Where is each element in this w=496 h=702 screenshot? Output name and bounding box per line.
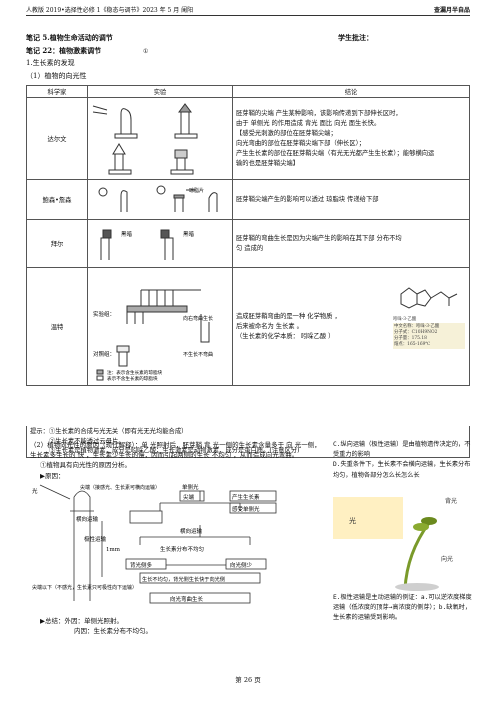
paal-dark-label-1: 黑暗 [121,230,133,238]
went-bend-label: 向右弯曲生长 [183,315,213,322]
phototropism-section: （2）植物向光性的原因（现代解释）：单 光照射后，胚芽鞘 背 光一侧的生长素含量… [30,440,325,636]
experiment-darwin: ① [87,48,233,180]
section-1: 1.生长素的发现 [26,59,75,67]
phototropism-analysis: ①植物具有向光性的原因分析。 [40,461,131,470]
col-experiment: 实验 [87,85,233,98]
tip-3: ③生长素是植物激素，成分是吲哚乙酸；生长激素是动物激素，成分是蛋白质。(注意区分… [49,447,300,454]
student-comment: 学生批注： [338,33,373,42]
iaa-cn-name: 中文名称：吲哚-3-乙酸 [394,324,440,329]
summary-external: ▶总结：外因：单侧光照射。 [40,617,123,626]
went-line-1: 造成胚芽鞘弯曲的是一种 化学物质 ， [236,312,341,320]
conclusion-darwin: 胚芽鞘的尖端 产生某种影响，该影响传递到下部伸长区时， 由于 单侧光 的作用造成… [232,97,470,180]
photo-light-side: 向光 [441,555,453,563]
photo-shade-side: 背光 [445,497,457,505]
discovery-table: 科学家 实验 结论 达尔文 ① 胚芽鞘的尖 [26,48,470,386]
diagram-light-less: 向光侧少 [230,561,253,569]
diagram-lateral-2: 横向运输 [180,527,203,535]
diagram-light: 光 [32,487,38,495]
note-22-title: 笔记 22：植物激素调节 [26,46,102,55]
tip-2: ②生长素不能透过云母片。 [49,437,125,445]
tip-1: 提示：①生长素的合成与光无关（即有光无光均能合成） [30,428,188,435]
diagram-below-tip: 尖端以下（不感光，生长素只可极性向下运输） [32,584,137,591]
diagram-produce: 产生生长素 [232,493,260,501]
paal-line-2: 匀 造成的 [236,244,264,252]
iaa-melting: 熔点：165-169℃ [394,342,431,347]
page-header: 人教版 2019•选择性必修 1《稳态与调节》2023 年 5 月 阑阳 查漏月… [26,3,470,16]
note-e: E.极性运输是主动运输的例证：a.可以逆浓度梯度运输（低浓度的顶芽→高浓度的侧芽… [333,593,472,622]
diagram-unilateral: 单侧光 [182,483,199,491]
went-note-1: 注：表示含生长素的琼脂块 [107,369,163,376]
paal-dark-label-2: 黑暗 [183,230,195,238]
boysen-agar-label: 琼脂片 [189,187,204,194]
diagram-tip: 尖端 [183,493,195,501]
phototropism-reason: （2）植物向光性的原因（现代解释）：单 光照射后，胚芽鞘 背 光一侧的生长素含量… [30,441,321,460]
right-notes: C.纵向运输（极性运输）是由植物遗传决定的，不受重力的影响 D.失重条件下，生长… [333,440,473,623]
note-c: C.纵向运输（极性运输）是由植物遗传决定的，不受重力的影响 [333,441,471,459]
went-figure: 实验组： 对照组： 向右弯曲生长 不生长不弯曲 注：表示含生长素的琼脂块 表示不… [93,289,213,382]
photo-light: 光 [349,516,356,525]
darwin-experiment-figure [92,102,198,174]
darwin-line-5: 产生生长素的部位在胚芽鞘尖端（有光无光都产生生长素）；能够横向运 [236,149,435,157]
iaa-weight: 分子量：175.18 [394,336,427,341]
subsection-1: （1）植物的向光性 [26,72,87,80]
conclusion-boysen-jensen: 胚芽鞘尖端产生的影响可以透过 琼脂块 传递给下部 [232,179,470,220]
header-right: 查漏月半自品 [433,7,470,14]
page-footer: 第 26 页 [235,676,261,684]
went-control-label: 对照组： [93,350,115,358]
scientist-darwin: 达尔文 [26,97,88,180]
iaa-formula: 分子式：C10H9NO2 [394,330,438,335]
cause-label: ▶原因： [40,471,65,480]
diagram-uneven: 生长素分布不均匀 [160,545,204,553]
phototropism-diagram: 光 尖端（接感光、生长素可横向运输） 单侧光 尖端 产生生长素 感受单侧光 横向… [32,483,277,604]
phototropism-photo: 光 背光 向光 [333,482,473,591]
diagram-1mm: 1mm [106,547,121,553]
experiment-went: 实验组： 对照组： 向右弯曲生长 不生长不弯曲 注：表示含生长素的琼脂块 表示不… [87,267,233,386]
conclusion-paal: 胚芽鞘的弯曲生长是因为尖端产生的影响在其下部 分布不均 匀 造成的 [232,219,470,268]
diagram-bend: 向光弯曲生长 [170,595,204,603]
went-line-3: （生长素的化学本质： 吲哚乙酸 ） [236,332,335,340]
iaa-structure-icon [400,287,458,309]
notes-title: 笔记 5.植物生命活动的调节 [26,33,113,42]
experiment-paal: 黑暗 黑暗 [87,219,233,268]
darwin-line-6: 输的也是胚芽鞘尖端】 [236,159,299,167]
darwin-line-3: 【感受光刺激的部位在胚芽鞘尖端； [236,129,337,137]
conclusion-went: 造成胚芽鞘弯曲的是一种 化学物质 ， 后来被命名为 生长素 。 （生长素的化学本… [232,267,470,386]
col-conclusion: 结论 [232,85,470,98]
header-left: 人教版 2019•选择性必修 1《稳态与调节》2023 年 5 月 阑阳 [26,7,194,14]
paal-figure: 黑暗 黑暗 [100,229,195,260]
diagram-polar: 极性运输 [84,535,107,543]
went-note-2: 表示不含生长素的琼脂块 [107,375,158,382]
diagram-lateral: 横向运输 [76,515,99,523]
summary-internal: 内因：生长素分布不均匀。 [74,627,152,636]
boysen-figure: 琼脂片 [98,185,218,212]
went-nogrow-label: 不生长不弯曲 [183,351,213,358]
darwin-line-2: 由于 单侧光 的作用造成 背光 面比 向光 面生长快。 [236,119,381,127]
went-exp-label: 实验组： [93,310,115,318]
iaa-chem-box: 吲哚-3-乙酸 中文名称：吲哚-3-乙酸 分子式：C10H9NO2 分子量：17… [393,272,465,349]
iaa-name: 吲哚-3-乙酸 [393,317,417,322]
paal-line-1: 胚芽鞘的弯曲生长是因为尖端产生的影响在其下部 分布不均 [236,234,402,242]
diagram-sense: 感受单侧光 [232,505,260,513]
tips-box: 提示：①生长素的合成与光无关（即有光无光均能合成） ②生长素不能透过云母片。 ③… [26,426,470,458]
diagram-shade-more: 背光侧多 [130,561,153,569]
scientist-went: 温特 [26,267,88,386]
note-d: D.失重条件下，生长素不会横向运输，生长素分布均匀，植物各部分怎么长怎么长 [333,461,471,479]
iaa-info: 中文名称：吲哚-3-乙酸 分子式：C10H9NO2 分子量：175.18 熔点：… [393,323,465,349]
scientist-boysen-jensen: 鲍森•詹森 [26,179,88,220]
darwin-line-4: 向光弯曲的部位在胚芽鞘尖端下部（伸长区）； [236,139,366,147]
darwin-label-1: ① [143,47,149,55]
scientist-paal: 拜尔 [26,219,88,268]
went-line-2: 后来被命名为 生长素 。 [236,322,303,330]
experiment-boysen-jensen: 琼脂片 [87,179,233,220]
diagram-growth: 生长不均匀，背光侧生长快于向光侧 [142,575,225,583]
col-scientist: 科学家 [26,85,88,98]
darwin-line-1: 胚芽鞘的尖端 产生某种影响，该影响传递到下部伸长区时， [236,109,402,117]
diagram-tip-note: 尖端（接感光、生长素可横向运输） [80,484,160,491]
seedling-photo: 光 背光 向光 [333,482,473,591]
